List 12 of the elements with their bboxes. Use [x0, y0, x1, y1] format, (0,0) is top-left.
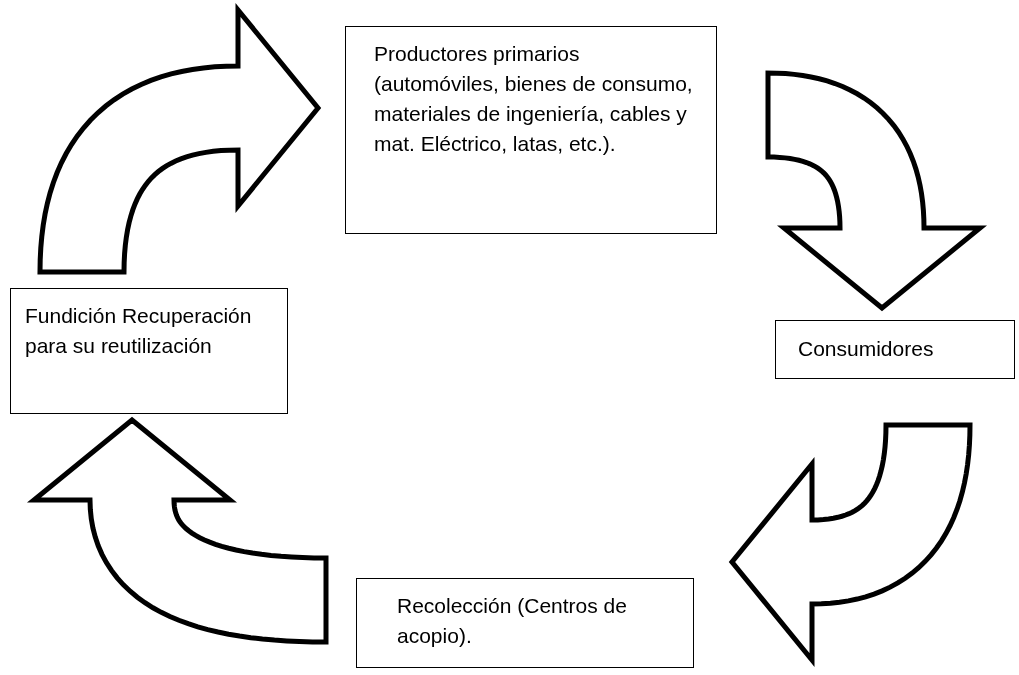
text-box [345, 26, 717, 234]
box-text: Productores primarios (automóviles, bienes de consumo, materiales de ingeniería, cables y mat. Eléctrico, latas, etc.). [374, 41, 694, 157]
text-box [356, 578, 694, 668]
block-arrow [27, 416, 329, 645]
text-box [775, 320, 1015, 379]
block-arrow [765, 70, 987, 312]
block-arrow [37, 3, 322, 275]
box-text: Fundición Recuperación para su reutilización [25, 303, 253, 359]
text-box [10, 288, 288, 414]
block-arrow [728, 422, 973, 667]
box-text: Recolección (Centros de acopio). [397, 593, 628, 649]
box-text: Consumidores [798, 336, 935, 362]
